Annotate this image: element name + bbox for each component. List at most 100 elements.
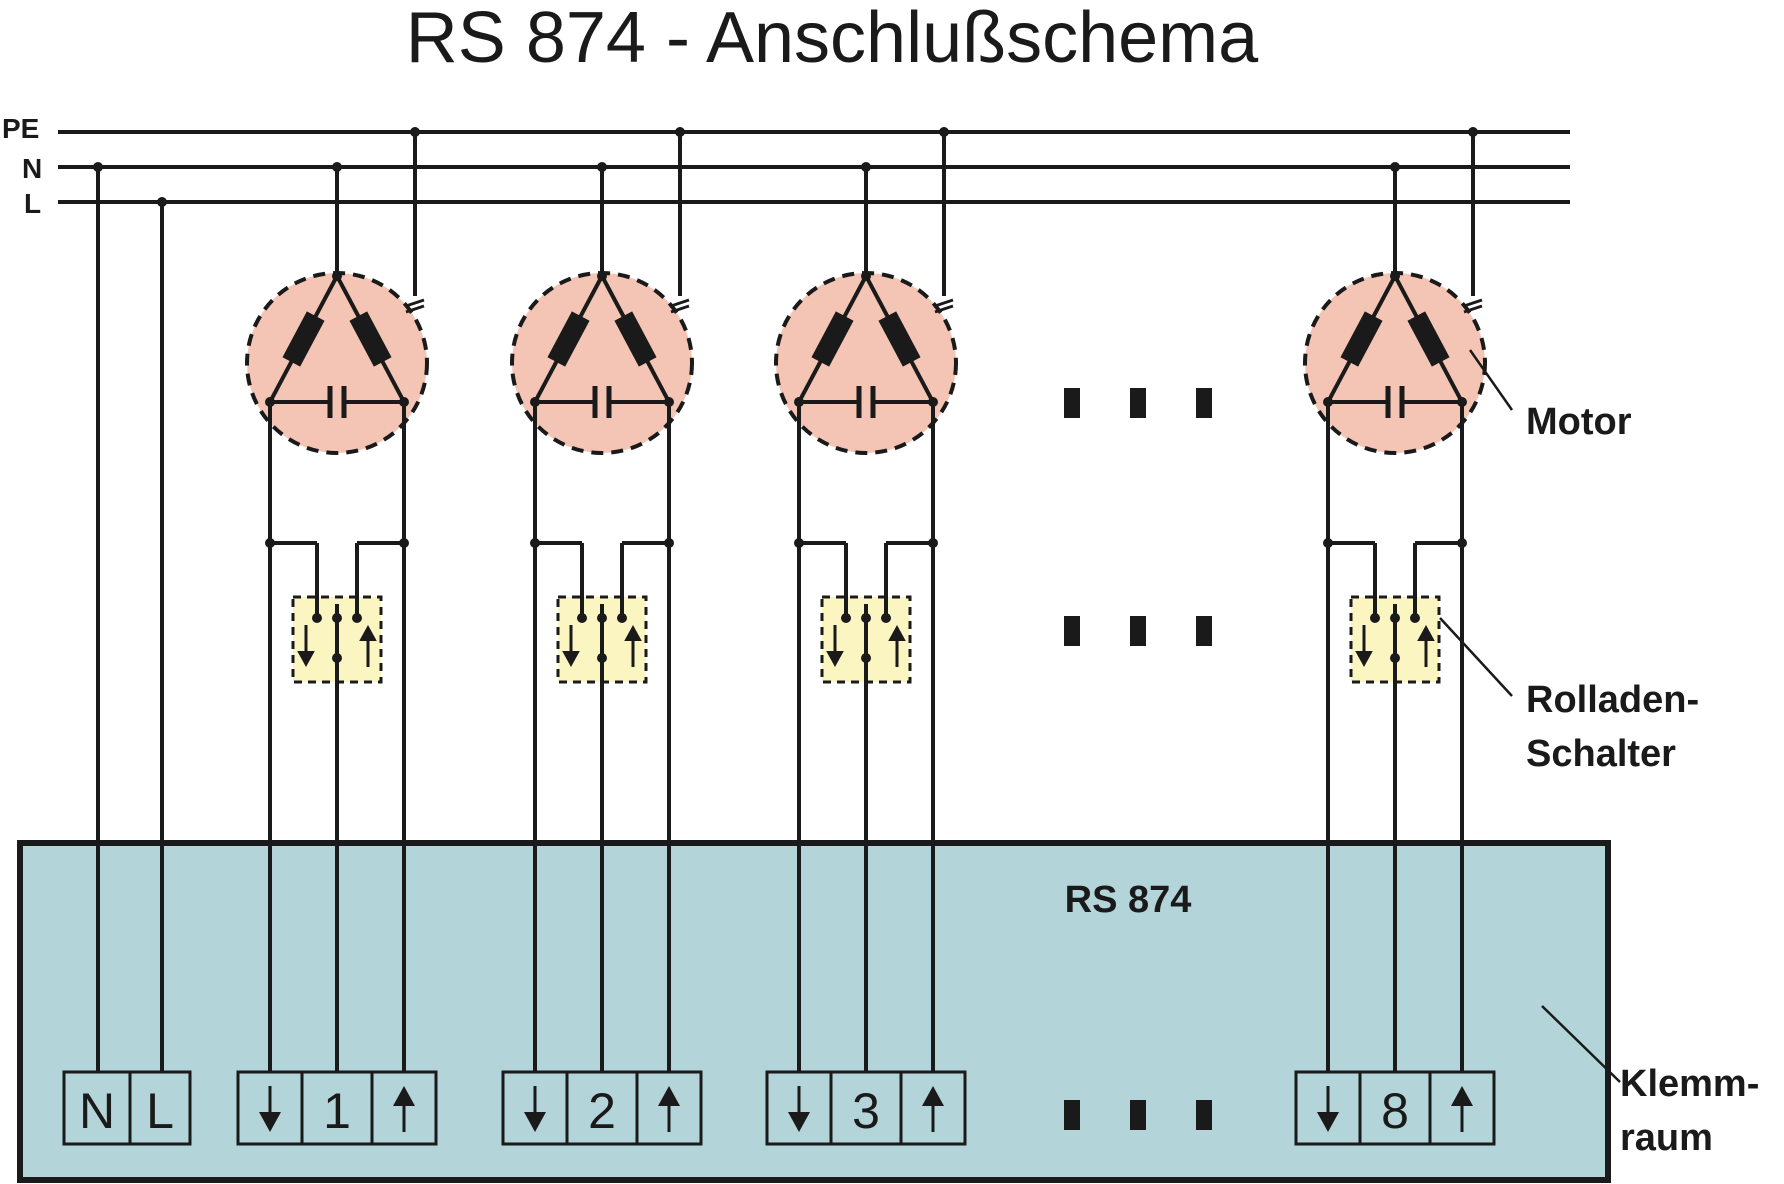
winding-node xyxy=(332,271,342,281)
earth-tick xyxy=(670,298,690,308)
terminal-label-line1: Klemm- xyxy=(1620,1063,1759,1105)
arrow-head xyxy=(888,625,906,641)
arrow-head xyxy=(393,1086,415,1106)
winding-coil-icon xyxy=(349,311,392,367)
switch-leader xyxy=(1439,617,1513,697)
channel-2: 2 xyxy=(501,127,703,1146)
junction-n-bus xyxy=(1390,162,1400,172)
terminal-l xyxy=(128,1070,192,1146)
earth-icon xyxy=(934,298,954,314)
earth-tick xyxy=(670,304,690,314)
junction-n-bus xyxy=(861,162,871,172)
terminal-up xyxy=(635,1070,703,1146)
arrow-up-icon xyxy=(1417,625,1435,667)
terminal-n-label: N xyxy=(79,1083,115,1139)
channel-3: 3 xyxy=(765,127,967,1146)
arrow-down-icon xyxy=(1317,1086,1339,1132)
ellipsis-dot xyxy=(1064,616,1080,646)
terminal-leader xyxy=(1541,1005,1621,1083)
switch-contact-dot xyxy=(1390,613,1400,623)
switch-contact-dot xyxy=(881,613,891,623)
terminal-label-line2: raum xyxy=(1620,1117,1713,1159)
winding-node xyxy=(861,271,871,281)
winding-coil-icon xyxy=(878,311,921,367)
switch-contact-dot xyxy=(861,613,871,623)
diagram-title: RS 874 - Anschlußschema xyxy=(406,0,1259,78)
switch-contact-dot xyxy=(861,653,871,663)
earth-tick xyxy=(934,304,954,314)
winding-coil-icon xyxy=(547,311,590,367)
bus-label-n: N xyxy=(22,153,42,184)
channel-terminal-block: 3 xyxy=(765,1070,967,1146)
switch-contact-dot xyxy=(312,613,322,623)
earth-tick xyxy=(405,298,425,308)
rs874-device-box xyxy=(17,840,1611,1183)
arrow-up-icon xyxy=(888,625,906,667)
arrow-head xyxy=(826,651,844,667)
earth-tick xyxy=(405,304,425,314)
junction-n-bus xyxy=(597,162,607,172)
junction-n xyxy=(93,162,103,172)
junction-pe-bus xyxy=(1468,127,1478,137)
channel-number: 1 xyxy=(323,1083,351,1139)
arrow-head xyxy=(259,1112,281,1132)
switch-contact-dot xyxy=(332,613,342,623)
arrow-up-icon xyxy=(922,1086,944,1132)
motor-icon xyxy=(245,271,429,455)
arrow-up-icon xyxy=(1451,1086,1473,1132)
capacitor-icon xyxy=(592,386,612,418)
channel-number: 2 xyxy=(588,1083,616,1139)
arrow-head xyxy=(1417,625,1435,641)
supply-terminal-block: N L xyxy=(62,1070,192,1146)
switch-contact-dot xyxy=(841,613,851,623)
terminal-l-label: L xyxy=(146,1083,174,1139)
switch-contact-dot xyxy=(617,613,627,623)
arrow-down-icon xyxy=(562,625,580,667)
switch-contact-dot xyxy=(1390,653,1400,663)
arrow-down-icon xyxy=(524,1086,546,1132)
terminal-up xyxy=(899,1070,967,1146)
channel-1: 1 xyxy=(236,127,438,1146)
ellipsis-dot xyxy=(1064,388,1080,418)
arrow-down-icon xyxy=(788,1086,810,1132)
supply-wires xyxy=(96,167,164,1072)
ellipsis-motor-row xyxy=(1064,388,1212,418)
arrow-head xyxy=(1451,1086,1473,1106)
terminal-up xyxy=(1428,1070,1496,1146)
winding-coil-icon xyxy=(1407,311,1450,367)
bus-lines xyxy=(58,130,1570,204)
ellipsis-switch-row xyxy=(1064,616,1212,646)
ellipsis-dot xyxy=(1130,1100,1146,1130)
earth-icon xyxy=(1463,298,1483,314)
channel-terminal-block: 1 xyxy=(236,1070,438,1146)
earth-tick xyxy=(934,298,954,308)
arrow-head xyxy=(359,625,377,641)
channel-number: 3 xyxy=(852,1083,880,1139)
device-label: RS 874 xyxy=(1065,879,1192,921)
earth-tick xyxy=(1463,298,1483,308)
junction-n-bus xyxy=(332,162,342,172)
ellipsis-dot xyxy=(1196,1100,1212,1130)
switch-label-line1: Rolladen- xyxy=(1526,679,1699,721)
channel-number: 8 xyxy=(1381,1083,1409,1139)
switch-contact-dot xyxy=(577,613,587,623)
ellipsis-dot xyxy=(1130,388,1146,418)
arrow-up-icon xyxy=(624,625,642,667)
arrow-head xyxy=(1317,1112,1339,1132)
capacitor-icon xyxy=(856,386,876,418)
switch-contact-dot xyxy=(352,613,362,623)
winding-node xyxy=(1390,271,1400,281)
arrow-head xyxy=(562,651,580,667)
channel-8: 8 xyxy=(1294,127,1496,1146)
capacitor-icon xyxy=(1385,386,1405,418)
arrow-up-icon xyxy=(393,1086,415,1132)
switch-contact-dot xyxy=(1410,613,1420,623)
channel-terminal-block: 2 xyxy=(501,1070,703,1146)
terminal-up xyxy=(370,1070,438,1146)
winding-coil-icon xyxy=(614,311,657,367)
arrow-head xyxy=(1355,651,1373,667)
junction-pe-bus xyxy=(675,127,685,137)
ellipsis-dot xyxy=(1196,616,1212,646)
arrow-up-icon xyxy=(658,1086,680,1132)
